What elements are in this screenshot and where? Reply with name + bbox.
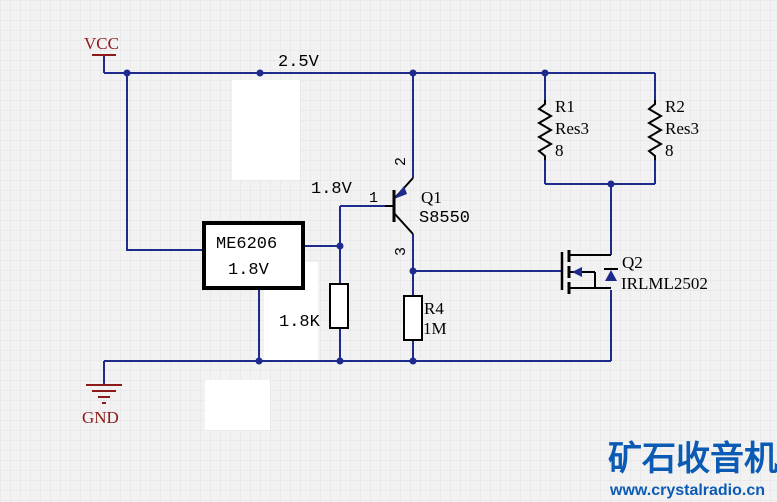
r4-value-label: 1M: [423, 319, 447, 338]
regulator-me6206: ME6206 1.8V: [202, 221, 305, 290]
vcc-symbol: VCC: [84, 34, 119, 56]
blank-area: [205, 380, 270, 430]
resistor-r1: [537, 100, 553, 160]
q1-pin-collector: 3: [393, 247, 410, 256]
ground-icon: [86, 384, 122, 404]
base-voltage-label: 1.8V: [311, 180, 353, 199]
junction-dot: [409, 267, 417, 275]
q1-designator: Q1: [421, 188, 442, 207]
wire-reg-in: [126, 73, 204, 251]
r2-value-label: 8: [665, 141, 674, 160]
rail-voltage-label: 2.5V: [278, 53, 320, 72]
rbias-value-label: 1.8K: [279, 313, 321, 332]
resistor-r4: [403, 295, 423, 341]
junction-dot: [255, 357, 263, 365]
junction-dot: [336, 242, 344, 250]
junction-dot: [336, 357, 344, 365]
q2-diode-icon: [605, 270, 617, 281]
q1-emitter-arrow-icon: [394, 186, 407, 199]
r1-designator: R1: [555, 97, 575, 116]
mosfet-q2: [560, 250, 618, 294]
junctions: [123, 69, 615, 365]
q1-part-label: S8550: [419, 209, 470, 228]
wires: [103, 55, 656, 385]
regulator-part-label: ME6206: [216, 235, 277, 254]
junction-dot: [541, 69, 549, 77]
vcc-label: VCC: [84, 34, 119, 53]
watermark-url: www.crystalradio.cn: [609, 482, 765, 499]
junction-dot: [409, 357, 417, 365]
watermark-title: 矿石收音机: [608, 440, 777, 478]
q2-designator: Q2: [622, 253, 643, 272]
resistor-r2: [647, 100, 663, 160]
blank-area: [232, 80, 300, 180]
q1-pin-base: 1: [369, 190, 378, 207]
junction-dot: [409, 69, 417, 77]
r1-value-label: 8: [555, 141, 564, 160]
r4-designator: R4: [424, 299, 444, 318]
q2-arrow-icon: [572, 267, 582, 277]
r1-part-label: Res3: [555, 119, 589, 138]
gnd-label: GND: [82, 408, 119, 427]
junction-dot: [256, 69, 264, 77]
r2-designator: R2: [665, 97, 685, 116]
resistor-1k8: [329, 283, 349, 329]
q1-pin-emitter: 2: [393, 157, 410, 166]
junction-dot: [607, 180, 615, 188]
regulator-output-label: 1.8V: [228, 261, 270, 280]
junction-dot: [123, 69, 131, 77]
q2-part-label: IRLML2502: [621, 274, 708, 293]
r2-part-label: Res3: [665, 119, 699, 138]
